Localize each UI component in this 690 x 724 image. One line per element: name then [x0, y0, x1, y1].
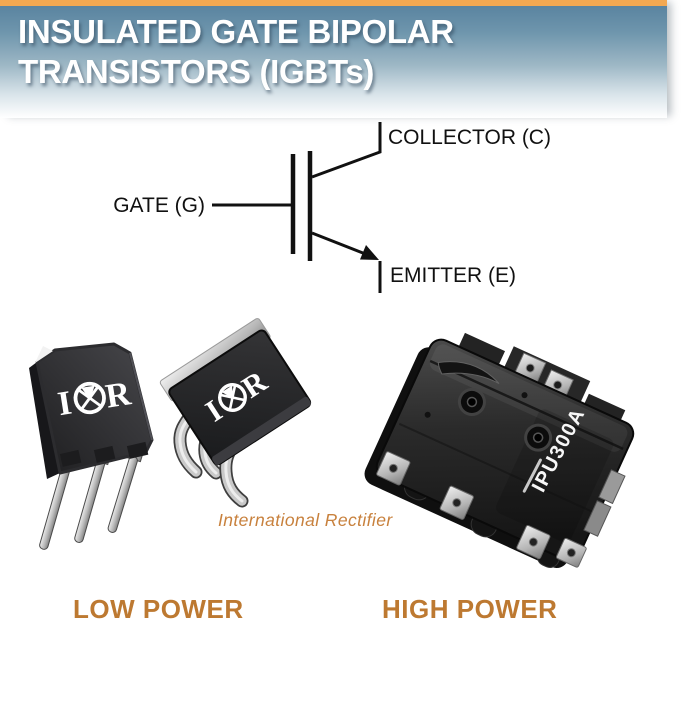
module-side-tab	[598, 469, 626, 505]
module-terminal-pad	[556, 537, 587, 568]
to247-lead-tab	[59, 449, 82, 467]
collector-label: COLLECTOR (C)	[388, 126, 551, 149]
d2pak-bottom-step	[212, 396, 311, 466]
module-terminal-pad	[516, 524, 551, 560]
module-terminal-pad	[376, 451, 411, 486]
module-ridge-line	[398, 422, 597, 515]
brand-caption: International Rectifier	[218, 510, 393, 530]
module-detail-dot	[424, 411, 431, 418]
module-fine-print	[522, 458, 542, 493]
module-terminal-pad	[439, 485, 474, 520]
ir-logo-symbol-icon	[73, 381, 106, 415]
igbt-schematic: COLLECTOR (C) GATE (G) EMITTER (E)	[113, 122, 551, 293]
module-ridge-line	[429, 359, 624, 451]
module-detail-dot	[521, 392, 528, 399]
emitter-arrow-icon	[360, 245, 379, 260]
to247-lead-tab	[93, 445, 116, 463]
ir-logo-i-text: I	[55, 385, 74, 424]
emitter-label: EMITTER (E)	[390, 264, 516, 287]
ir-logo: I R	[55, 375, 133, 423]
module-screw-well	[524, 423, 553, 452]
high-power-label: HIGH POWER	[382, 594, 558, 624]
low-power-label: LOW POWER	[73, 594, 244, 624]
high-power-module: IPU300A	[364, 332, 635, 568]
to247-package: I R	[29, 342, 154, 550]
module-screw-well	[457, 387, 486, 416]
to247-corner-notch	[35, 346, 53, 363]
emitter-diagonal	[311, 231, 369, 257]
module-crescent	[437, 361, 500, 384]
accent-bar	[0, 0, 667, 6]
module-step-tab	[456, 332, 506, 370]
to247-side-face	[29, 362, 60, 479]
collector-lead	[311, 122, 382, 179]
to247-edge-highlight	[129, 352, 153, 441]
d2pak-package: I R	[159, 318, 312, 508]
to247-lead-tab	[126, 441, 149, 459]
gate-label: GATE (G)	[113, 194, 205, 217]
title-line-1: INSULATED GATE BIPOLAR	[18, 13, 454, 50]
title-line-2: TRANSISTORS (IGBTs)	[18, 53, 375, 90]
ir-logo-r-text: R	[103, 375, 133, 415]
module-side-tab	[583, 500, 612, 537]
ir-logo-symbol-icon	[218, 383, 247, 412]
